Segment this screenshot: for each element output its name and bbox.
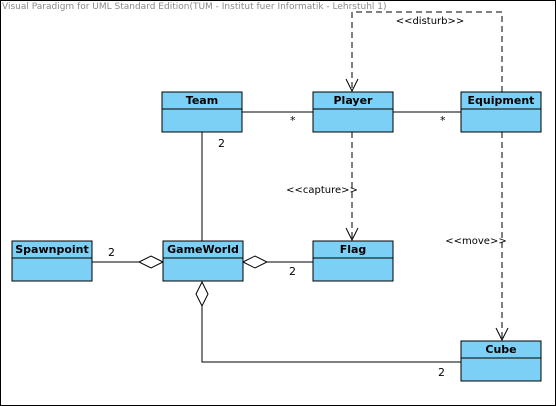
class-flag-name: Flag bbox=[340, 243, 367, 256]
label-move: <<move>> bbox=[445, 236, 506, 247]
class-spawnpoint[interactable]: Spawnpoint bbox=[11, 240, 93, 282]
label-capture: <<capture>> bbox=[286, 185, 358, 196]
dependencies bbox=[351, 11, 503, 340]
class-cube[interactable]: Cube bbox=[460, 340, 542, 382]
multiplicity-gameworld-flag: 2 bbox=[289, 265, 296, 278]
class-equipment-name: Equipment bbox=[468, 94, 535, 107]
multiplicity-gameworld-cube: 2 bbox=[438, 366, 445, 379]
class-gameworld[interactable]: GameWorld bbox=[162, 240, 244, 282]
aggregation-diamond-cube bbox=[195, 280, 209, 308]
dependency-arrowheads bbox=[345, 78, 509, 342]
multiplicity-player-equipment: * bbox=[440, 114, 446, 127]
dependency-disturb[interactable] bbox=[351, 11, 503, 92]
multiplicity-spawnpoint-gameworld: 2 bbox=[108, 246, 115, 259]
class-spawnpoint-name: Spawnpoint bbox=[15, 243, 89, 256]
class-gameworld-name: GameWorld bbox=[167, 243, 239, 256]
class-team-name: Team bbox=[186, 94, 218, 107]
multiplicity-team-player: * bbox=[290, 114, 296, 127]
watermark: Visual Paradigm for UML Standard Edition… bbox=[2, 2, 387, 12]
multiplicity-team-gameworld: 2 bbox=[218, 137, 225, 150]
class-cube-name: Cube bbox=[485, 343, 516, 356]
class-flag[interactable]: Flag bbox=[312, 240, 394, 282]
class-player-name: Player bbox=[334, 94, 374, 107]
class-player[interactable]: Player bbox=[312, 91, 394, 133]
class-team[interactable]: Team bbox=[161, 91, 243, 133]
arrowhead-move bbox=[495, 327, 509, 342]
aggregation-diamond-flag bbox=[241, 255, 269, 269]
aggregation-diamond-spawnpoint bbox=[137, 255, 165, 269]
aggregation-diamonds bbox=[137, 255, 269, 308]
arrowhead-capture bbox=[345, 227, 359, 242]
class-equipment[interactable]: Equipment bbox=[460, 91, 542, 133]
arrowhead-disturb bbox=[345, 78, 359, 93]
assoc-gameworld-cube[interactable] bbox=[201, 306, 461, 363]
label-disturb: <<disturb>> bbox=[396, 16, 465, 27]
associations bbox=[92, 111, 461, 363]
